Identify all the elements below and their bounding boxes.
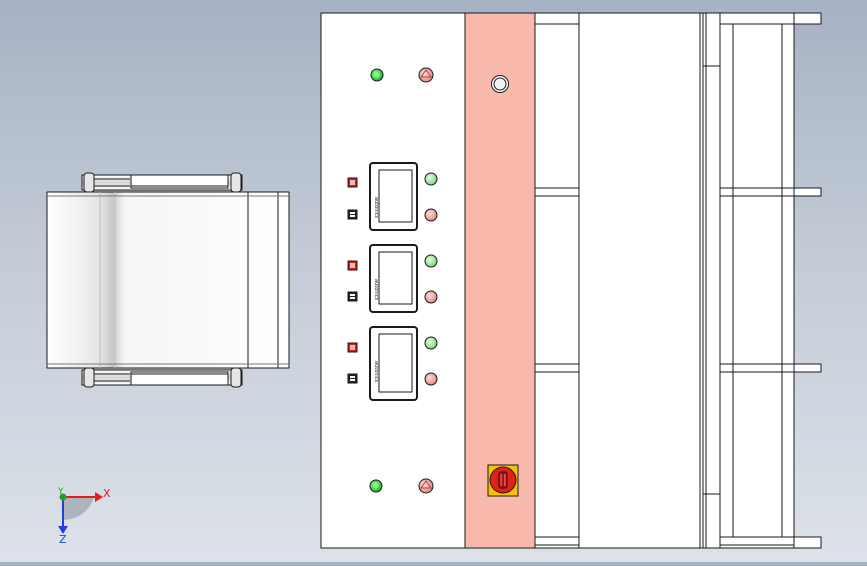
y-axis-label: Y bbox=[57, 487, 64, 497]
roller-rod-bottom bbox=[81, 367, 243, 388]
salmon-strip bbox=[464, 12, 536, 549]
x-axis-label: X bbox=[103, 487, 111, 500]
indicator-group-top bbox=[370, 67, 434, 83]
black-switch-indicator bbox=[347, 291, 358, 302]
frame-section-a bbox=[534, 12, 580, 549]
roller-unit bbox=[46, 172, 290, 388]
controller-brand-label: autonics bbox=[373, 361, 379, 383]
red-led-icon bbox=[424, 372, 438, 386]
temperature-controller-3: autonics bbox=[347, 326, 438, 401]
green-led-icon bbox=[424, 336, 438, 350]
red-led-icon bbox=[424, 290, 438, 304]
black-switch-indicator bbox=[347, 373, 358, 384]
frame-section-d bbox=[719, 12, 795, 549]
green-led-icon bbox=[424, 172, 438, 186]
green-led-icon bbox=[424, 254, 438, 268]
controller-display bbox=[378, 251, 413, 305]
main-power-switch bbox=[487, 464, 519, 497]
control-cabinet: autonics autonics autonics bbox=[320, 12, 822, 549]
controller-brand-label: autonics bbox=[373, 279, 379, 301]
roller-rod-top bbox=[81, 172, 243, 193]
axis-triad: X Y Z bbox=[57, 487, 111, 546]
z-axis-label: Z bbox=[59, 533, 67, 546]
roller-drum bbox=[46, 191, 290, 369]
frame-rails bbox=[535, 12, 822, 549]
temperature-controller-1: autonics bbox=[347, 162, 438, 231]
temperature-controller-2: autonics bbox=[347, 244, 438, 313]
indicator-light-white bbox=[491, 75, 509, 93]
indicator-group-bottom bbox=[369, 478, 434, 494]
red-led-icon bbox=[424, 208, 438, 222]
y-axis-icon bbox=[59, 493, 67, 501]
red-pushbutton-icon bbox=[418, 67, 434, 83]
frame-section-b bbox=[578, 12, 701, 549]
controller-brand-label: autonics bbox=[373, 197, 379, 219]
black-switch-indicator bbox=[347, 209, 358, 220]
controller-display bbox=[378, 333, 413, 393]
controller-display bbox=[378, 169, 413, 223]
red-pushbutton-icon bbox=[418, 478, 434, 494]
